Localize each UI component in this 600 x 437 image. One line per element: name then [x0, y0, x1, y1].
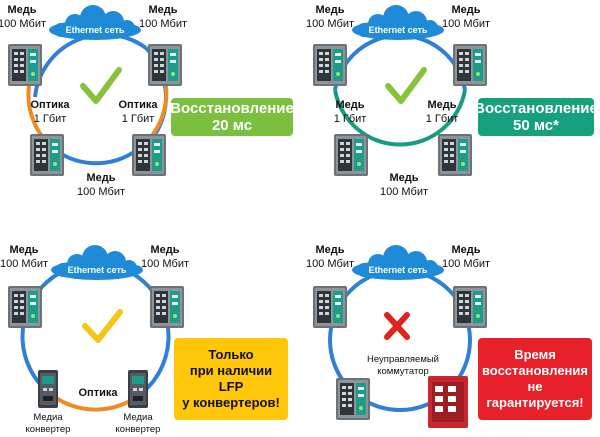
media-converter-icon [38, 370, 58, 408]
speed-label: 100 Мбит [442, 258, 490, 270]
media-converter-label: Медиа [33, 412, 63, 423]
ring-copper-bottom [56, 150, 136, 166]
fiber-label: Оптика [79, 387, 119, 399]
speed-label: 100 Мбит [442, 18, 490, 30]
copper-label: Медь [451, 244, 480, 256]
checkmark-icon [82, 309, 123, 343]
copper-label: Медь [315, 244, 344, 256]
fiber-label: Оптика [119, 99, 159, 111]
cloud-label: Ethernet сеть [369, 265, 428, 275]
copper-label: Медь [451, 4, 480, 16]
checkmark-icon [385, 67, 427, 104]
industrial-switch-icon [8, 44, 42, 86]
speed-label: 1 Гбит [34, 113, 67, 125]
speed-label: 100 Мбит [0, 258, 48, 270]
ring-copper-teal [333, 89, 467, 147]
media-converter-icon [128, 370, 148, 408]
industrial-switch-icon [313, 44, 347, 86]
industrial-switch-icon [150, 286, 184, 328]
media-converter-label: конвертер [26, 424, 71, 435]
panel-1: Ethernet сеть Медь 100 Мбит Медь 100 Мби… [0, 4, 187, 198]
media-converter-label: конвертер [116, 424, 161, 435]
panel-4: Ethernet сеть Медь 100 Мбит Медь 100 Мби… [306, 244, 490, 428]
panel-2: Ethernet сеть Медь 100 Мбит Медь 100 Мби… [306, 4, 490, 198]
ring-copper-top [333, 33, 467, 91]
fiber-label: Оптика [31, 99, 71, 111]
lfp-note-text: Только при наличии LFP у конвертеров! [182, 347, 280, 410]
cloud-label: Ethernet сеть [369, 25, 428, 35]
industrial-switch-icon [453, 44, 487, 86]
copper-label: Медь [7, 4, 36, 16]
cloud-label: Ethernet сеть [68, 265, 127, 275]
media-converter-label: Медиа [123, 412, 153, 423]
cross-icon [384, 312, 410, 340]
industrial-switch-icon [313, 286, 347, 328]
lfp-note-badge: Только при наличии LFP у конвертеров! [174, 338, 288, 420]
checkmark-icon [80, 67, 122, 104]
speed-label: 1 Гбит [122, 113, 155, 125]
speed-label: 100 Мбит [77, 186, 125, 198]
copper-label: Медь [86, 172, 115, 184]
unmanaged-switch-icon [428, 376, 468, 428]
industrial-switch-icon [453, 286, 487, 328]
copper-label: Медь [150, 244, 179, 256]
speed-label: 100 Мбит [141, 258, 189, 270]
speed-label: 100 Мбит [306, 258, 354, 270]
recovery-time-badge: Восстановление 50 мс* [474, 98, 598, 136]
speed-label: 100 Мбит [139, 18, 187, 30]
copper-label: Медь [427, 99, 456, 111]
copper-label: Медь [9, 244, 38, 256]
copper-label: Медь [335, 99, 364, 111]
cloud-label: Ethernet сеть [66, 25, 125, 35]
recovery-time-text: Восстановление 20 мс [170, 100, 294, 134]
copper-label: Медь [389, 172, 418, 184]
speed-label: 100 Мбит [0, 18, 46, 30]
industrial-switch-icon [438, 134, 472, 176]
industrial-switch-icon [148, 44, 182, 86]
recovery-time-text: Восстановление 50 мс* [474, 100, 598, 134]
industrial-switch-icon [132, 134, 166, 176]
industrial-switch-icon [8, 286, 42, 328]
speed-label: 100 Мбит [306, 18, 354, 30]
recovery-time-badge: Восстановление 20 мс [170, 98, 294, 136]
speed-label: 1 Гбит [334, 113, 367, 125]
industrial-switch-icon [334, 134, 368, 176]
industrial-switch-icon [336, 378, 370, 420]
no-guarantee-text: Время восстановления не гарантируется! [481, 347, 588, 410]
speed-label: 100 Мбит [380, 186, 428, 198]
unmanaged-switch-label: Неуправляемый [367, 354, 439, 365]
panel-3: Ethernet сеть Медь 100 Мбит Медь 100 Мби… [0, 244, 189, 435]
speed-label: 1 Гбит [426, 113, 459, 125]
no-guarantee-badge: Время восстановления не гарантируется! [478, 338, 592, 420]
unmanaged-switch-label: коммутатор [377, 366, 429, 377]
ring-copper-segment [33, 32, 148, 98]
copper-label: Медь [148, 4, 177, 16]
industrial-switch-icon [30, 134, 64, 176]
copper-label: Медь [315, 4, 344, 16]
